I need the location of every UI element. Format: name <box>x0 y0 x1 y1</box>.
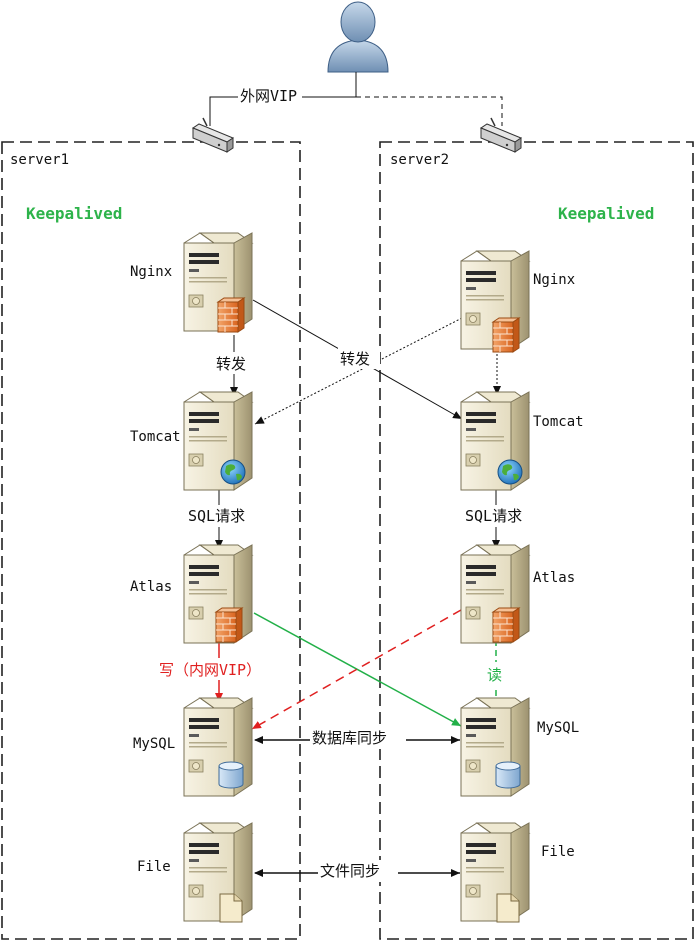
firewall-badge-icon <box>217 297 245 333</box>
file-label-right: File <box>541 844 575 860</box>
read-cross-arrow <box>253 612 462 727</box>
firewall-badge-icon <box>215 607 243 643</box>
sql-request-label-left: SQL请求 <box>188 507 245 525</box>
tomcat-server-left <box>183 391 253 491</box>
atlas-server-right <box>460 544 530 644</box>
globe-badge-icon <box>497 459 523 485</box>
database-badge-icon <box>218 761 244 789</box>
user-icon <box>327 1 389 73</box>
database-badge-icon <box>495 761 521 789</box>
sql-request-label-right: SQL请求 <box>465 507 522 525</box>
forward-cross-arrow-standby <box>254 317 463 425</box>
keepalived-right-label: Keepalived <box>558 204 654 223</box>
write-label: 写（内网VIP） <box>159 661 261 679</box>
file-label-left: File <box>137 859 171 875</box>
mysql-label-right: MySQL <box>537 720 579 736</box>
server2-label: server2 <box>390 152 449 168</box>
mysql-label-left: MySQL <box>133 736 175 752</box>
router-icon-left <box>192 117 234 153</box>
nginx-label-left: Nginx <box>130 264 172 280</box>
read-label: 读 <box>487 666 502 684</box>
write-cross-arrow <box>251 609 462 730</box>
nginx-label-right: Nginx <box>533 272 575 288</box>
globe-badge-icon <box>220 459 246 485</box>
file-badge-icon <box>496 893 520 923</box>
forward-label-left: 转发 <box>216 355 246 373</box>
server2-box <box>379 141 694 940</box>
router-icon-right <box>480 117 522 153</box>
firewall-badge-icon <box>492 317 520 353</box>
atlas-server-left <box>183 544 253 644</box>
nginx-server-right <box>460 250 530 353</box>
file-server-left <box>183 822 253 923</box>
atlas-label-right: Atlas <box>533 570 575 586</box>
mysql-server-left <box>183 697 253 797</box>
keepalived-left-label: Keepalived <box>26 204 122 223</box>
tomcat-label-left: Tomcat <box>130 429 181 445</box>
tomcat-server-right <box>460 391 530 491</box>
atlas-label-left: Atlas <box>130 579 172 595</box>
nginx-server-left <box>183 232 253 333</box>
mysql-server-right <box>460 697 530 797</box>
server1-box <box>1 141 301 940</box>
vip-external-label: 外网VIP <box>240 87 297 105</box>
tomcat-label-right: Tomcat <box>533 414 584 430</box>
file-badge-icon <box>219 893 243 923</box>
file-sync-label: 文件同步 <box>320 862 380 880</box>
vip-line-standby <box>356 96 503 126</box>
server1-label: server1 <box>10 152 69 168</box>
db-sync-label: 数据库同步 <box>312 729 387 747</box>
firewall-badge-icon <box>492 607 520 643</box>
file-server-right <box>460 822 530 923</box>
forward-label-cross: 转发 <box>340 350 370 368</box>
